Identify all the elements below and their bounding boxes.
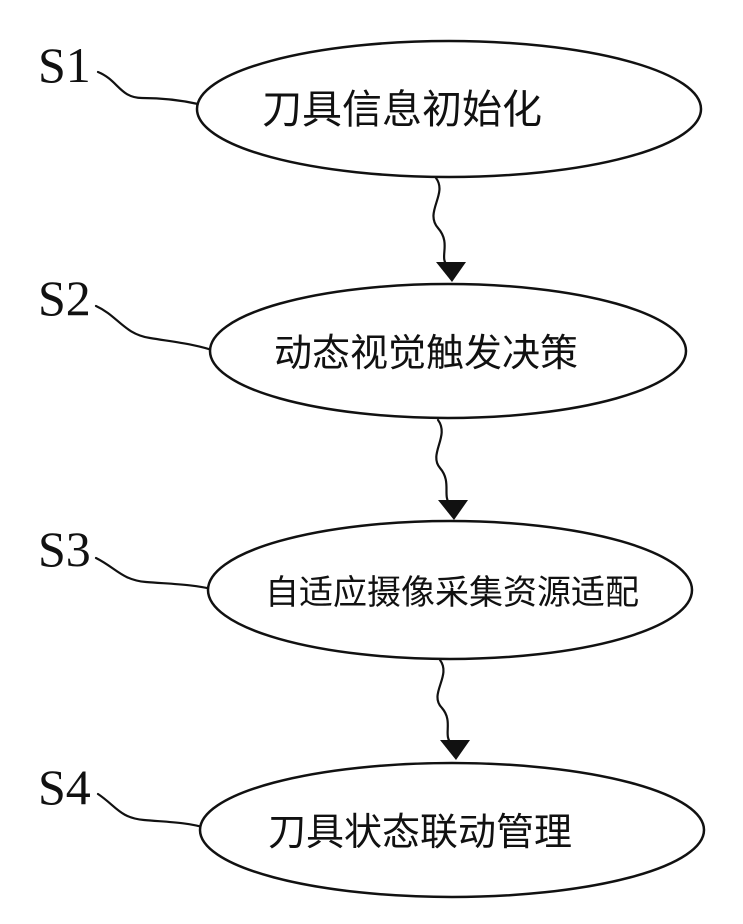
step-2-leader bbox=[96, 306, 218, 352]
connector-1-2-line bbox=[433, 178, 448, 266]
step-1: S1 刀具信息初始化 bbox=[38, 37, 701, 177]
connector-3-4-arrow bbox=[440, 740, 470, 760]
connector-2-3-arrow bbox=[438, 500, 468, 520]
step-1-leader bbox=[98, 72, 198, 104]
connector-3-4-line bbox=[437, 660, 452, 744]
step-4: S4 刀具状态联动管理 bbox=[38, 759, 704, 897]
step-3-leader bbox=[96, 558, 216, 590]
step-3-label: S3 bbox=[38, 521, 91, 577]
connector-1-2 bbox=[433, 178, 466, 282]
step-2: S2 动态视觉触发决策 bbox=[38, 270, 686, 418]
connector-1-2-arrow bbox=[436, 262, 466, 282]
step-1-text: 刀具信息初始化 bbox=[262, 87, 542, 133]
step-4-leader bbox=[98, 794, 206, 828]
step-3: S3 自适应摄像采集资源适配 bbox=[38, 521, 692, 659]
connector-2-3-line bbox=[436, 420, 450, 504]
step-2-label: S2 bbox=[38, 270, 91, 326]
step-4-text: 刀具状态联动管理 bbox=[268, 810, 572, 854]
step-3-text: 自适应摄像采集资源适配 bbox=[265, 573, 639, 613]
step-1-label: S1 bbox=[38, 37, 91, 93]
step-2-text: 动态视觉触发决策 bbox=[274, 331, 578, 375]
step-4-label: S4 bbox=[38, 759, 91, 815]
connector-3-4 bbox=[437, 660, 470, 760]
connector-2-3 bbox=[436, 420, 468, 520]
